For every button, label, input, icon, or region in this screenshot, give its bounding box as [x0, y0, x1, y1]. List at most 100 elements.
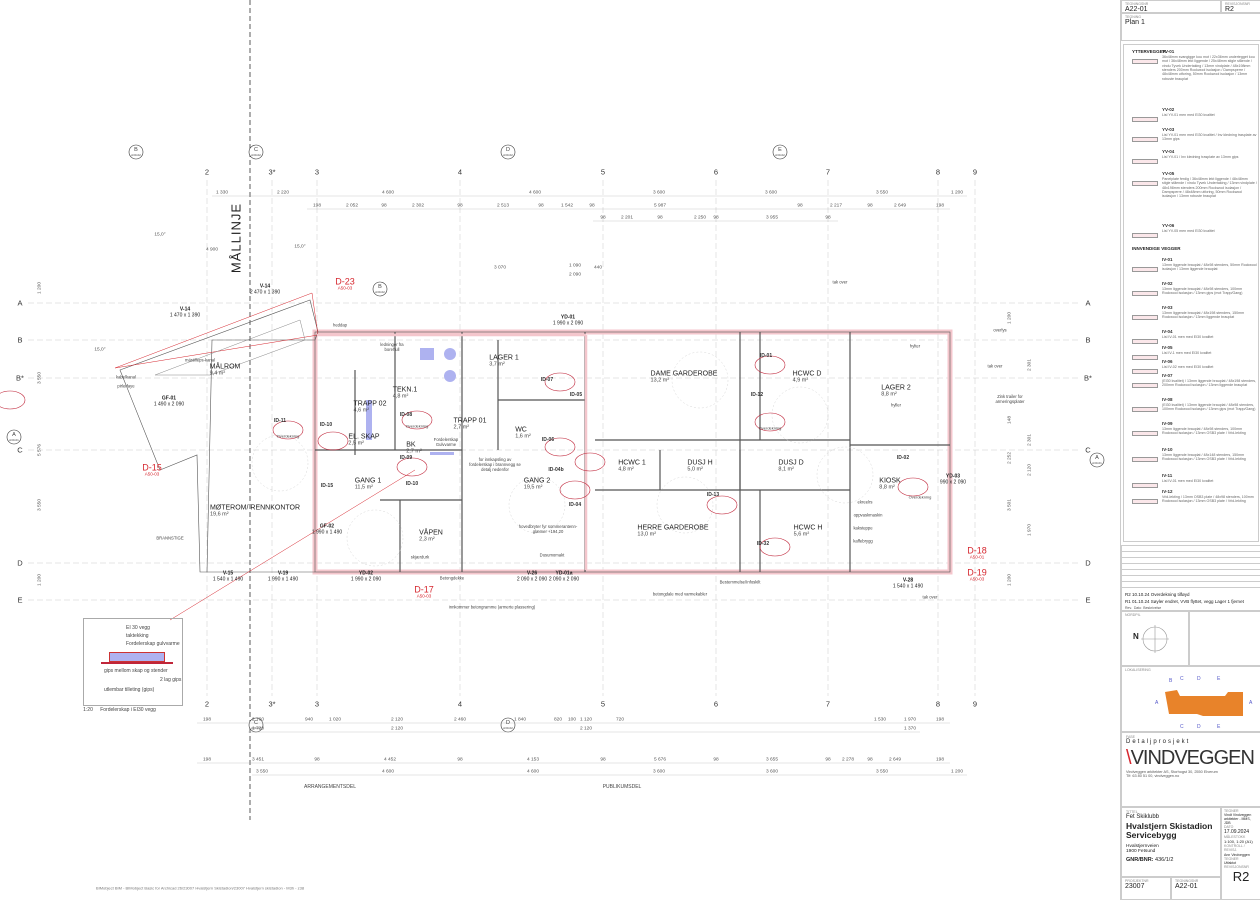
plan-note: mästilleps-kanal [184, 357, 216, 363]
col: Beskrivelse [1143, 605, 1162, 610]
dimension-value: 98 [825, 757, 831, 763]
dimension-value: 100 [567, 717, 577, 723]
window-id: YD-01a [555, 570, 573, 577]
opening-id-label: ID-01 [759, 353, 773, 359]
dimension-value: 1 720 [251, 726, 265, 732]
room-area: 4,6 m² [353, 407, 370, 414]
plan-linework [0, 0, 1105, 820]
locator-mark: C [1180, 724, 1184, 730]
bench [154, 319, 306, 376]
project-title: Hvalstjern Skistadion Servicebygg [1126, 821, 1213, 841]
dimension-value: 2 120 [1027, 463, 1033, 477]
label: TITTEL [1126, 810, 1138, 814]
dimension-value: 198 [312, 203, 322, 209]
grid-label: 4 [457, 699, 463, 709]
dimension-value: 98 [600, 215, 606, 221]
gnr: 436/1/2 [1155, 856, 1174, 863]
opening-id-label: ID-10 [319, 422, 333, 428]
dimension-value: 2 052 [345, 203, 359, 209]
opening-id-label: ID-06 [541, 437, 555, 443]
north-letter: N [1133, 632, 1139, 641]
room-area: 19,5 m² [523, 484, 543, 491]
dimension-value: 3 550 [875, 190, 889, 196]
dimension-value: 2 649 [893, 203, 907, 209]
phase: Detaljprosjekt [1126, 739, 1191, 745]
section-marker-ref: A30-02 [251, 726, 261, 730]
room-area: 5,6 m² [793, 531, 810, 538]
dimension-value: 3 955 [765, 215, 779, 221]
window-size: 1 990 x 2 090 [350, 576, 382, 582]
plan-note: Dusumomakt [539, 552, 565, 558]
grid-label: 9 [972, 699, 978, 709]
project-number: 23007 [1125, 883, 1145, 890]
status: Utfaktot [1224, 861, 1237, 865]
cloud-note: Overdekning [405, 423, 429, 429]
exterior-wall-outline [314, 331, 951, 573]
cloud-note: Overdekning [758, 425, 782, 431]
section-marker-ref: A30-02 [775, 153, 785, 157]
grid-label: E [17, 595, 23, 605]
wall-swatch [1132, 457, 1158, 462]
wall-description: Lisl YV-05 men med EI30 kvalitet [1162, 229, 1215, 233]
company-logo: \VINDVEGGEN [1126, 747, 1255, 769]
plan-note: innkommer betongramme (armerte plasserin… [448, 604, 536, 610]
section-marker-ref: A30-02 [375, 290, 385, 294]
room-name: DUSJ D [778, 459, 804, 467]
dimension-value: 5 987 [653, 203, 667, 209]
opening-id-label: ID-05 [569, 392, 583, 398]
wall-line [101, 662, 173, 664]
section-marker-label: B [378, 284, 382, 290]
dimension-value: 2 301 [1027, 433, 1033, 447]
window-id: GF-02 [319, 523, 335, 530]
legend-section-title: YTTERVEGGER [1132, 49, 1166, 54]
dimension-value: 198 [935, 203, 945, 209]
tag-ref: A50-01 [969, 554, 985, 560]
wall-code: IV-03 [1162, 305, 1173, 310]
section-marker-label: C [254, 720, 258, 726]
wall-code: IV-11 [1162, 473, 1173, 478]
room-name: LAGER 2 [881, 384, 911, 392]
plan-note: tak over [987, 363, 1003, 369]
turning-circle [346, 509, 404, 567]
window-size: 2 090 x 2 090 [548, 576, 580, 582]
room-area: 4,9 m² [792, 377, 809, 384]
locator-mark: A [1155, 700, 1159, 706]
room-name: HCWC 1 [618, 459, 646, 467]
wall-code: IV-05 [1162, 345, 1173, 350]
turning-circle [656, 476, 714, 534]
dimension-value: 4 600 [381, 190, 395, 196]
tag-id: D-19 [967, 567, 987, 578]
room-area: 19,6 m² [209, 511, 229, 518]
dimension-value: 2 513 [496, 203, 510, 209]
dimension-value: 1 200 [1007, 573, 1013, 587]
dimension-value: 1 200 [950, 769, 964, 775]
dimension-value: 940 [304, 717, 314, 723]
plan-note: ledninger fra borehull [380, 342, 404, 352]
wall-code: YV-06 [1162, 223, 1175, 228]
section-marker-icon [6, 429, 22, 445]
dimension-value: 2 649 [888, 757, 902, 763]
drawing-number: A22-01 [1175, 883, 1198, 890]
detail-label: EI 30 vegg [126, 625, 150, 631]
revision-rows-empty [1122, 546, 1260, 591]
scale: 1:100, 1:20 (A1) [1224, 839, 1253, 844]
opening-id-label: ID-15 [320, 483, 334, 489]
tag-id: D-17 [414, 584, 434, 595]
room-area: 13,2 m² [650, 377, 670, 384]
dimension-value: 148 [1007, 415, 1013, 425]
dimension-value: 2 120 [390, 717, 404, 723]
wall-description: (EI30 kvalitet) / 13mm liggende brauplat… [1162, 379, 1257, 388]
dimension-value: 440 [593, 265, 603, 271]
grid-label: D [17, 558, 23, 568]
